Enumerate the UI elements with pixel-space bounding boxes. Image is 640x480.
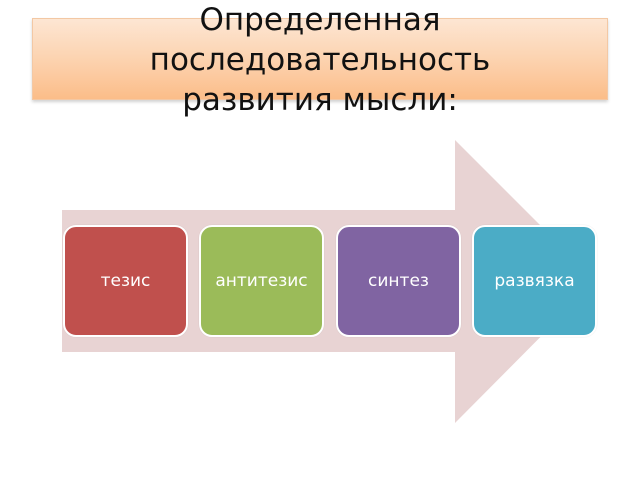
step-synthesis: синтез [336,225,461,337]
step-label: тезис [100,271,151,291]
step-label: развязка [494,271,575,291]
title-line-1: Определенная [199,2,441,38]
title-banner [32,18,608,100]
title-line-2: последовательность [149,42,491,78]
page-title: Определенная последовательность развития… [0,0,640,120]
step-label: антитезис [215,271,308,291]
step-antithesis: антитезис [199,225,324,337]
title-line-3: развития мысли: [182,82,458,118]
step-denouement: развязка [472,225,597,337]
step-thesis: тезис [63,225,188,337]
step-label: синтез [368,271,429,291]
arrow-shape [62,140,596,423]
